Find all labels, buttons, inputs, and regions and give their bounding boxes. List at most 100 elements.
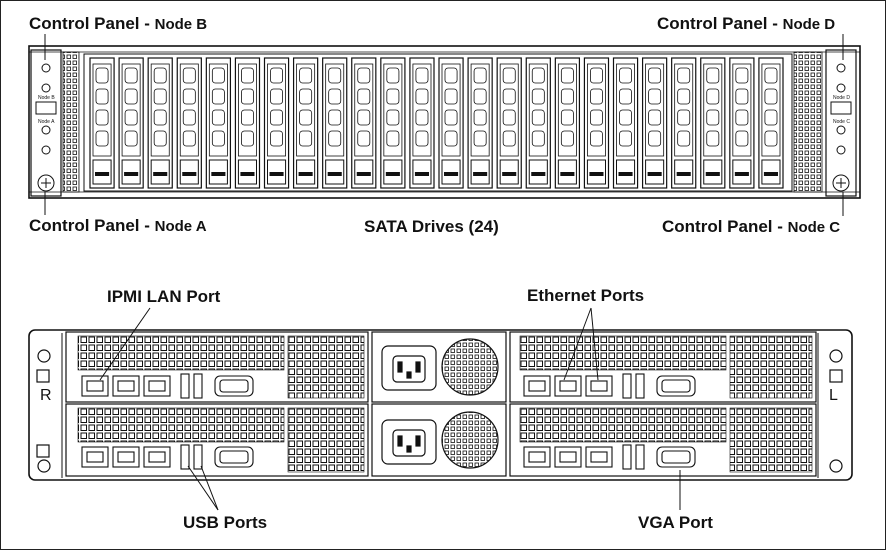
usb-port[interactable] bbox=[622, 373, 632, 399]
uid-button-icon bbox=[836, 145, 846, 155]
drive-tray[interactable] bbox=[496, 57, 522, 189]
node-tag-right-top: Node D bbox=[833, 95, 850, 101]
drive-tray[interactable] bbox=[758, 57, 784, 189]
psu-fan-icon bbox=[441, 411, 499, 469]
node-tag-left-bottom: Node A bbox=[38, 119, 55, 125]
drive-bay bbox=[83, 53, 793, 192]
label-text: Control Panel bbox=[662, 217, 773, 236]
port-socket bbox=[559, 451, 577, 463]
node-sled-bottom-right bbox=[509, 403, 817, 477]
rack-screw-icon bbox=[832, 174, 850, 192]
label-control-panel-node-d: Control Panel - Node D bbox=[657, 15, 835, 32]
usb-port[interactable] bbox=[193, 444, 203, 470]
right-control-ear bbox=[825, 49, 857, 197]
label-sep: - bbox=[139, 216, 155, 235]
port-socket bbox=[590, 451, 608, 463]
drive-tray[interactable] bbox=[118, 57, 144, 189]
usb-port[interactable] bbox=[622, 444, 632, 470]
drive-tray[interactable] bbox=[438, 57, 464, 189]
port-socket bbox=[86, 380, 104, 392]
label-control-panel-node-b: Control Panel - Node B bbox=[29, 15, 207, 32]
port-socket bbox=[559, 380, 577, 392]
label-ipmi-lan-port: IPMI LAN Port bbox=[107, 287, 221, 306]
vga-socket bbox=[219, 450, 249, 464]
label-text: Control Panel bbox=[29, 216, 140, 235]
power-button-icon bbox=[41, 63, 51, 73]
drive-tray[interactable] bbox=[322, 57, 348, 189]
label-control-panel-node-a: Control Panel - Node A bbox=[29, 217, 207, 234]
drive-tray[interactable] bbox=[176, 57, 202, 189]
rear-chassis-outline bbox=[28, 329, 853, 481]
power-button-icon bbox=[836, 125, 846, 135]
node-tag-right-bottom: Node C bbox=[833, 119, 850, 125]
usb-port[interactable] bbox=[180, 444, 190, 470]
port-socket bbox=[148, 380, 166, 392]
label-node: Node D bbox=[782, 16, 836, 33]
uid-button-icon bbox=[836, 83, 846, 93]
supermicro-logo-icon bbox=[35, 101, 57, 115]
usb-port[interactable] bbox=[180, 373, 190, 399]
label-sata-drives: SATA Drives (24) bbox=[364, 217, 499, 236]
drive-tray[interactable] bbox=[583, 57, 610, 189]
drive-tray[interactable] bbox=[525, 57, 551, 189]
drive-tray[interactable] bbox=[729, 57, 755, 189]
port-socket bbox=[117, 380, 135, 392]
psu-fan-icon bbox=[441, 338, 499, 396]
drive-tray[interactable] bbox=[234, 57, 261, 189]
left-vent bbox=[62, 51, 80, 193]
rear-side-letter-right: L bbox=[829, 387, 838, 404]
label-sep: - bbox=[772, 217, 788, 236]
label-sep: - bbox=[767, 14, 783, 33]
drive-tray[interactable] bbox=[263, 57, 290, 189]
front-chassis-outline bbox=[28, 45, 861, 199]
usb-port[interactable] bbox=[635, 444, 645, 470]
label-ethernet-ports: Ethernet Ports bbox=[527, 286, 645, 305]
drive-tray[interactable] bbox=[380, 57, 406, 189]
power-button-icon bbox=[836, 63, 846, 73]
label-vga-port: VGA Port bbox=[638, 513, 713, 532]
vga-socket bbox=[661, 450, 691, 464]
rear-right-screw-icon bbox=[829, 349, 843, 363]
label-sep: - bbox=[139, 14, 155, 33]
drive-tray[interactable] bbox=[147, 57, 173, 189]
label-text: Control Panel bbox=[29, 14, 140, 33]
port-socket bbox=[590, 380, 608, 392]
drive-tray[interactable] bbox=[554, 57, 581, 189]
usb-port[interactable] bbox=[635, 373, 645, 399]
port-socket bbox=[528, 380, 546, 392]
port-socket bbox=[86, 451, 104, 463]
drive-tray[interactable] bbox=[409, 57, 435, 189]
drive-tray[interactable] bbox=[612, 57, 639, 189]
port-socket bbox=[528, 451, 546, 463]
port-socket bbox=[148, 451, 166, 463]
drive-tray[interactable] bbox=[467, 57, 493, 189]
uid-button-icon bbox=[41, 145, 51, 155]
front-leader-lines bbox=[44, 34, 844, 216]
vga-socket bbox=[219, 379, 249, 393]
drive-tray[interactable] bbox=[351, 57, 377, 189]
port-socket bbox=[117, 451, 135, 463]
drive-tray[interactable] bbox=[700, 57, 726, 189]
power-inlet-icon bbox=[381, 345, 437, 391]
psu-details bbox=[381, 338, 499, 469]
drive-tray[interactable] bbox=[292, 57, 319, 189]
usb-port[interactable] bbox=[193, 373, 203, 399]
rear-left-screw-icon bbox=[37, 349, 51, 363]
label-node: Node B bbox=[154, 16, 208, 33]
rear-chassis bbox=[28, 329, 853, 481]
node-tag-left-top: Node B bbox=[38, 95, 55, 101]
front-chassis bbox=[28, 45, 861, 199]
drive-trays bbox=[89, 57, 784, 189]
supermicro-logo-icon bbox=[830, 101, 852, 115]
drive-tray[interactable] bbox=[671, 57, 697, 189]
io-ports bbox=[81, 373, 696, 470]
drive-tray[interactable] bbox=[89, 57, 115, 189]
left-control-ear bbox=[30, 49, 62, 197]
node-tags: Node B Node A Node D Node C bbox=[38, 95, 850, 125]
psu-bottom bbox=[371, 403, 507, 477]
drive-tray[interactable] bbox=[205, 57, 232, 189]
control-panel-left-details bbox=[35, 63, 57, 192]
node-sled-top-right bbox=[509, 331, 817, 403]
drive-tray[interactable] bbox=[641, 57, 668, 189]
